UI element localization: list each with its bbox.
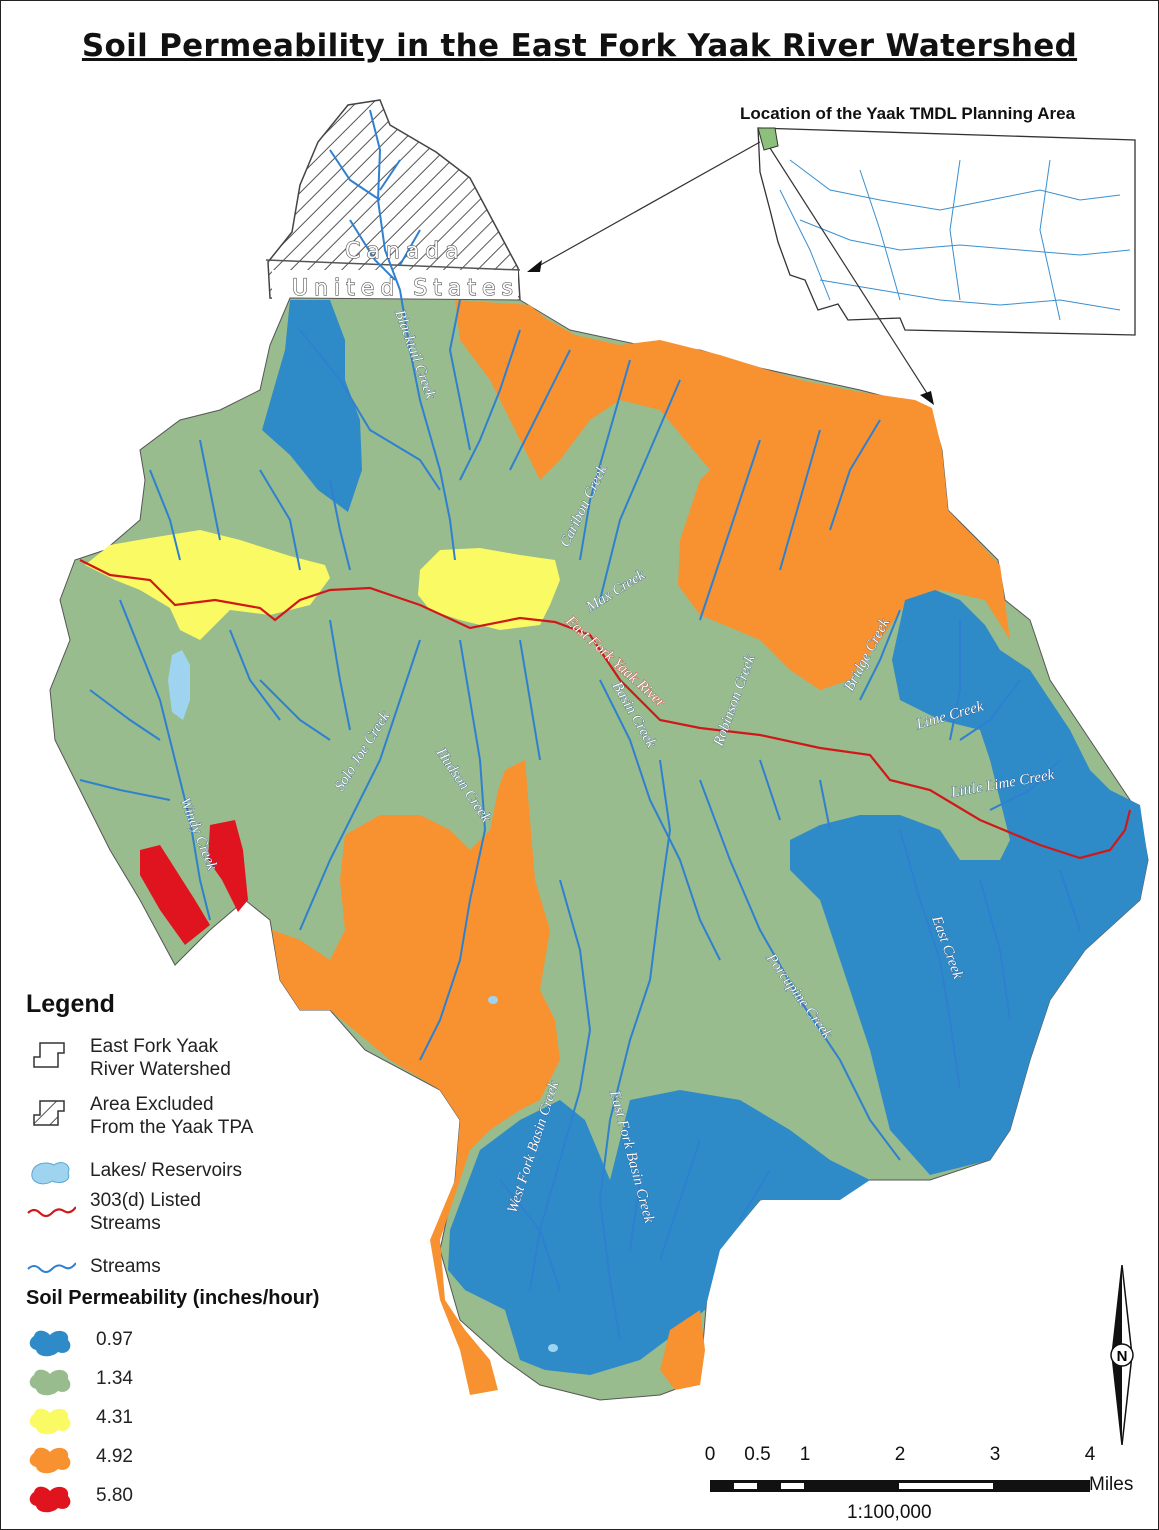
hatched-polygon-icon	[33, 1100, 65, 1126]
permeability-zone-4-92-south	[272, 760, 560, 1395]
legend-item-watershed: East Fork Yaak River Watershed	[20, 1035, 420, 1093]
scale-bar-graphic	[710, 1480, 1090, 1492]
map-title: Soil Permeability in the East Fork Yaak …	[81, 28, 1078, 64]
legend-item-streams: Streams	[20, 1247, 420, 1285]
permeability-swatch-icon	[29, 1486, 71, 1513]
legend-item-excluded: Area Excluded From the Yaak TPA	[20, 1093, 420, 1151]
streams	[79, 109, 1081, 1341]
permeability-legend-item: 0.97	[20, 1322, 420, 1361]
permeability-swatch-icon	[29, 1330, 71, 1357]
legend-title: Legend	[26, 990, 115, 1018]
permeability-legend-label: 4.31	[96, 1407, 133, 1428]
permeability-swatch-icon	[29, 1408, 71, 1435]
permeability-zone-0-97	[262, 300, 362, 512]
scale-bar: 0 0.5 1 2 3 4 Miles 1:100,000	[700, 1444, 1140, 1524]
blue-stream-icon	[27, 1262, 76, 1273]
permeability-zone-4-92-se	[660, 1310, 705, 1390]
permeability-legend-item: 4.31	[20, 1400, 420, 1439]
legend-item-lakes: Lakes/ Reservoirs	[20, 1151, 420, 1189]
scale-tick-label: 0.5	[744, 1444, 771, 1465]
permeability-zone-5-80-a	[140, 845, 210, 945]
scale-tick-label: 0	[704, 1444, 716, 1465]
permeability-legend-item: 5.80	[20, 1478, 420, 1517]
permeability-swatch-icon	[29, 1447, 71, 1474]
permeability-zone-4-92	[455, 300, 1010, 690]
scale-units: Miles	[1089, 1474, 1134, 1495]
permeability-swatch-icon	[29, 1369, 71, 1396]
scale-tick-label: 1	[799, 1444, 811, 1465]
permeability-zone-5-80-b	[208, 820, 248, 912]
lake	[168, 650, 190, 720]
lake-icon	[31, 1162, 70, 1185]
permeability-legend-label: 4.92	[96, 1446, 133, 1467]
red-stream-icon	[27, 1206, 76, 1218]
permeability-zone-0-97-south	[448, 1090, 870, 1375]
permeability-legend-title: Soil Permeability (inches/hour)	[26, 1287, 320, 1309]
permeability-zone-0-97-east	[790, 590, 1148, 1175]
scale-tick-label: 2	[894, 1444, 906, 1465]
canada-label: Canada	[345, 239, 465, 264]
listed-stream-east-fork-yaak	[79, 559, 1132, 860]
permeability-legend-item: 1.34	[20, 1361, 420, 1400]
north-label: N	[1117, 1348, 1128, 1365]
legend: Legend East Fork Yaak River Watershed Ar…	[20, 990, 420, 1517]
scale-tick-label: 4	[1084, 1444, 1096, 1465]
north-arrow-icon: N	[1110, 1265, 1134, 1445]
permeability-legend-label: 0.97	[96, 1329, 133, 1350]
scale-ratio: 1:100,000	[847, 1502, 932, 1523]
lake-small	[548, 1344, 558, 1352]
permeability-legend-label: 1.34	[96, 1368, 133, 1389]
inset-title: Location of the Yaak TMDL Planning Area	[740, 104, 1076, 123]
permeability-zone-4-31-west	[85, 530, 330, 640]
outline-polygon-icon	[33, 1042, 65, 1068]
legend-item-listed-streams: 303(d) Listed Streams	[20, 1189, 420, 1247]
permeability-legend-label: 5.80	[96, 1485, 133, 1506]
united-states-label: United States	[292, 276, 519, 301]
permeability-zone-4-31-central	[418, 548, 560, 630]
lake-small	[488, 996, 498, 1004]
inset-locator-map	[527, 127, 1136, 405]
permeability-legend-item: 4.92	[20, 1439, 420, 1478]
scale-tick-label: 3	[989, 1444, 1001, 1465]
